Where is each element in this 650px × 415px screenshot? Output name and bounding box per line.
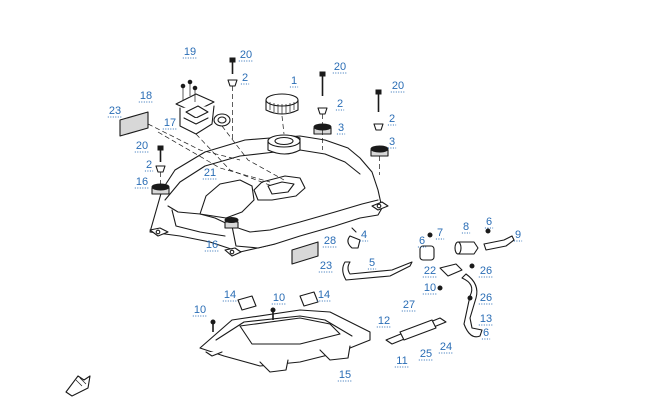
callout-14[interactable]: 14 bbox=[222, 289, 238, 302]
callout-3[interactable]: 3 bbox=[387, 136, 397, 149]
callout-number[interactable]: 28 bbox=[324, 235, 336, 247]
callout-20[interactable]: 20 bbox=[134, 140, 150, 153]
callout-10[interactable]: 10 bbox=[271, 292, 287, 305]
callout-number[interactable]: 2 bbox=[242, 72, 248, 84]
callout-5[interactable]: 5 bbox=[367, 257, 377, 270]
callout-number[interactable]: 16 bbox=[136, 176, 148, 188]
callout-20[interactable]: 20 bbox=[390, 80, 406, 93]
callout-20[interactable]: 20 bbox=[238, 49, 254, 62]
callout-28[interactable]: 28 bbox=[322, 235, 338, 248]
callout-number[interactable]: 3 bbox=[338, 122, 344, 134]
callout-14[interactable]: 14 bbox=[316, 289, 332, 302]
callout-10[interactable]: 10 bbox=[192, 304, 208, 317]
callout-2[interactable]: 2 bbox=[144, 159, 154, 172]
callout-26[interactable]: 26 bbox=[478, 265, 494, 278]
callout-16[interactable]: 16 bbox=[204, 239, 220, 252]
callout-22[interactable]: 22 bbox=[422, 265, 438, 278]
callout-number[interactable]: 6 bbox=[486, 216, 492, 228]
callout-number[interactable]: 16 bbox=[206, 239, 218, 251]
callout-number[interactable]: 27 bbox=[403, 299, 415, 311]
callout-number[interactable]: 20 bbox=[240, 49, 252, 61]
callout-8[interactable]: 8 bbox=[461, 221, 471, 234]
callout-11[interactable]: 11 bbox=[394, 355, 410, 368]
callout-number[interactable]: 14 bbox=[318, 289, 330, 301]
callout-3[interactable]: 3 bbox=[336, 122, 346, 135]
callout-27[interactable]: 27 bbox=[401, 299, 417, 312]
hoses-and-filter bbox=[342, 227, 515, 345]
callout-number[interactable]: 8 bbox=[463, 221, 469, 233]
callout-number[interactable]: 4 bbox=[361, 229, 367, 241]
front-direction-arrow-icon bbox=[65, 375, 91, 397]
callout-number[interactable]: 17 bbox=[164, 117, 176, 129]
callout-7[interactable]: 7 bbox=[435, 227, 445, 240]
callout-6[interactable]: 6 bbox=[484, 216, 494, 229]
callout-2[interactable]: 2 bbox=[240, 72, 250, 85]
callout-23[interactable]: 23 bbox=[318, 260, 334, 273]
callout-number[interactable]: 10 bbox=[194, 304, 206, 316]
callout-number[interactable]: 25 bbox=[420, 348, 432, 360]
lower-bracket bbox=[199, 291, 371, 373]
callout-20[interactable]: 20 bbox=[332, 61, 348, 74]
callout-21[interactable]: 21 bbox=[202, 167, 218, 180]
callout-26[interactable]: 26 bbox=[478, 292, 494, 305]
callout-2[interactable]: 2 bbox=[387, 113, 397, 126]
callout-number[interactable]: 14 bbox=[224, 289, 236, 301]
callout-13[interactable]: 13 bbox=[478, 313, 494, 326]
label-plate-right bbox=[291, 241, 319, 265]
callout-number[interactable]: 2 bbox=[389, 113, 395, 125]
callout-number[interactable]: 13 bbox=[480, 313, 492, 325]
callout-number[interactable]: 15 bbox=[339, 369, 351, 381]
callout-18[interactable]: 18 bbox=[138, 90, 154, 103]
callout-10[interactable]: 10 bbox=[422, 282, 438, 295]
callout-6[interactable]: 6 bbox=[417, 235, 427, 248]
callout-number[interactable]: 6 bbox=[419, 235, 425, 247]
callout-number[interactable]: 6 bbox=[483, 327, 489, 339]
callout-4[interactable]: 4 bbox=[359, 229, 369, 242]
fuel-pump-assembly bbox=[175, 79, 231, 135]
callout-number[interactable]: 3 bbox=[389, 136, 395, 148]
callout-1[interactable]: 1 bbox=[289, 75, 299, 88]
callout-16[interactable]: 16 bbox=[134, 176, 150, 189]
callout-number[interactable]: 2 bbox=[337, 98, 343, 110]
callout-number[interactable]: 12 bbox=[378, 315, 390, 327]
callout-number[interactable]: 7 bbox=[437, 227, 443, 239]
callout-19[interactable]: 19 bbox=[182, 46, 198, 59]
callout-number[interactable]: 18 bbox=[140, 90, 152, 102]
callout-number[interactable]: 23 bbox=[109, 105, 121, 117]
callout-number[interactable]: 23 bbox=[320, 260, 332, 272]
callout-number[interactable]: 9 bbox=[515, 229, 521, 241]
callout-number[interactable]: 10 bbox=[273, 292, 285, 304]
callout-number[interactable]: 19 bbox=[184, 46, 196, 58]
callout-number[interactable]: 1 bbox=[291, 75, 297, 87]
callout-number[interactable]: 24 bbox=[440, 341, 452, 353]
callout-number[interactable]: 20 bbox=[392, 80, 404, 92]
callout-9[interactable]: 9 bbox=[513, 229, 523, 242]
assembly-lines bbox=[147, 86, 380, 187]
callout-number[interactable]: 26 bbox=[480, 292, 492, 304]
callout-12[interactable]: 12 bbox=[376, 315, 392, 328]
callout-2[interactable]: 2 bbox=[335, 98, 345, 111]
callout-23[interactable]: 23 bbox=[107, 105, 123, 118]
callout-number[interactable]: 10 bbox=[424, 282, 436, 294]
callout-number[interactable]: 21 bbox=[204, 167, 216, 179]
callout-number[interactable]: 20 bbox=[334, 61, 346, 73]
fuel-tank bbox=[149, 134, 389, 257]
callout-6[interactable]: 6 bbox=[481, 327, 491, 340]
callout-number[interactable]: 22 bbox=[424, 265, 436, 277]
callout-15[interactable]: 15 bbox=[337, 369, 353, 382]
callout-number[interactable]: 2 bbox=[146, 159, 152, 171]
callout-25[interactable]: 25 bbox=[418, 348, 434, 361]
callout-number[interactable]: 26 bbox=[480, 265, 492, 277]
callout-24[interactable]: 24 bbox=[438, 341, 454, 354]
callout-number[interactable]: 5 bbox=[369, 257, 375, 269]
callout-17[interactable]: 17 bbox=[162, 117, 178, 130]
label-plate-left bbox=[119, 111, 149, 137]
fuel-cap bbox=[265, 93, 299, 115]
callout-number[interactable]: 20 bbox=[136, 140, 148, 152]
callout-number[interactable]: 11 bbox=[396, 355, 407, 367]
